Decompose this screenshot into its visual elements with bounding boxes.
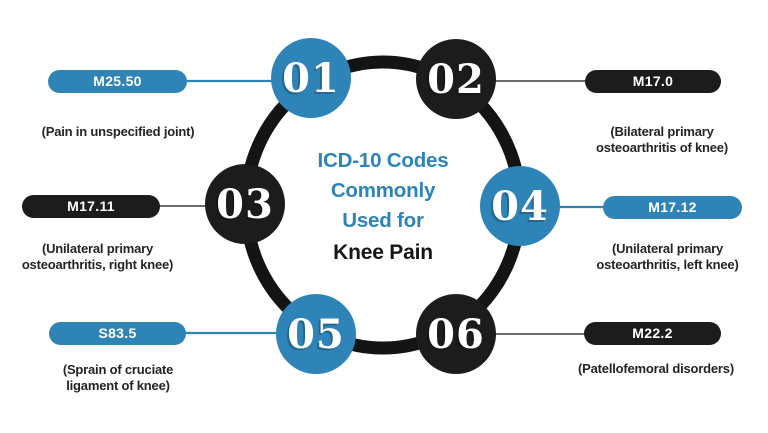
node-number-06: 06: [427, 310, 485, 358]
node-number-02: 02: [427, 55, 485, 103]
code-pill-m17-11: M17.11: [22, 195, 160, 218]
description-item-03: (Unilateral primary osteoarthritis, righ…: [21, 241, 174, 272]
node-number-05: 05: [287, 310, 345, 358]
code-pill-m17-0: M17.0: [585, 70, 721, 93]
center-title-highlight: Knee Pain: [333, 241, 433, 264]
description-item-06: (Patellofemoral disorders): [578, 361, 734, 376]
center-title: ICD-10 Codes Commonly Used for Knee Pain: [281, 146, 485, 268]
description-item-01: (Pain in unspecified joint): [41, 124, 195, 139]
node-circle-04: 04: [480, 166, 560, 246]
node-circle-03: 03: [205, 164, 285, 244]
node-number-01: 01: [282, 54, 340, 102]
code-pill-m17-12: M17.12: [603, 196, 742, 219]
node-number-04: 04: [491, 182, 549, 230]
node-circle-05: 05: [276, 294, 356, 374]
node-circle-01: 01: [271, 38, 351, 118]
description-item-02: (Bilateral primary osteoarthritis of kne…: [596, 124, 728, 155]
node-number-03: 03: [216, 180, 274, 228]
code-pill-m25-50: M25.50: [48, 70, 187, 93]
center-title-line-2: Commonly: [330, 179, 436, 202]
code-pill-m22-2: M22.2: [584, 322, 721, 345]
node-circle-06: 06: [416, 294, 496, 374]
center-title-line-3: Used for: [342, 209, 424, 232]
description-item-05: (Sprain of cruciate ligament of knee): [62, 362, 174, 393]
center-title-line-1: ICD-10 Codes: [317, 149, 449, 172]
description-item-04: (Unilateral primary osteoarthritis, left…: [596, 241, 739, 272]
node-circle-02: 02: [416, 39, 496, 119]
code-pill-s83-5: S83.5: [49, 322, 186, 345]
